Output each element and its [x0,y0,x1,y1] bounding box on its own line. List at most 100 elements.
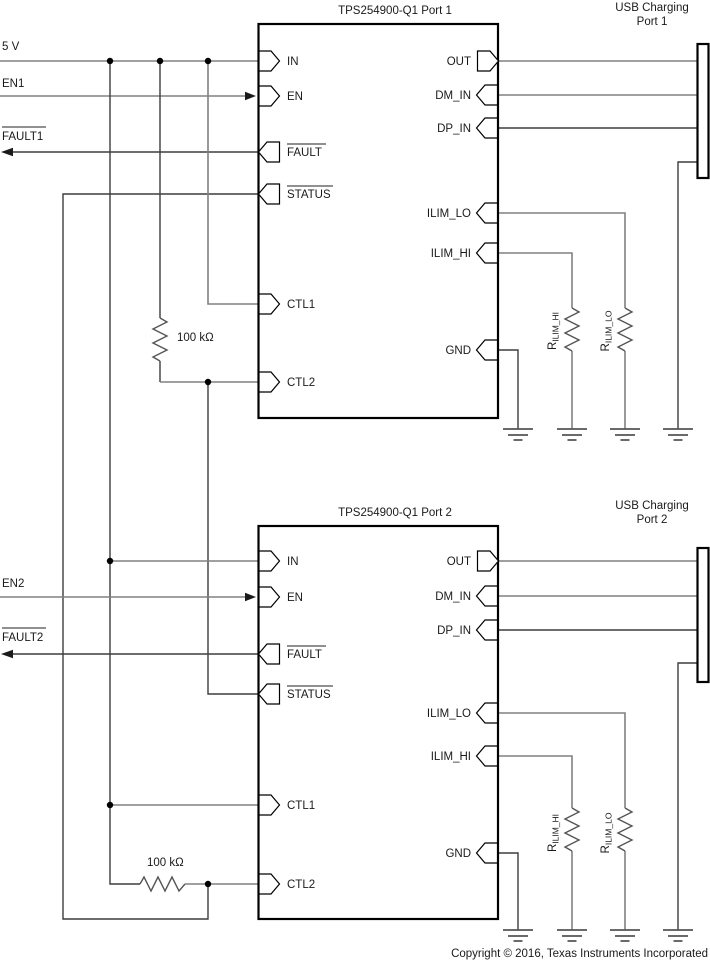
pin-status-1 [257,183,281,205]
pin-label-en-2: EN [287,592,303,604]
ground-symbol [503,428,533,441]
port1-title: TPS254900-Q1 Port 1 [338,5,452,17]
pin-ilim-lo-2 [475,702,499,724]
en1-label: EN1 [2,78,24,90]
pin-label-in-2: IN [287,556,299,568]
resistor-rilim-lo-1 [616,307,634,352]
pin-label-ctl1-1: CTL1 [287,299,315,311]
pin-label-gnd-2: GND [445,848,471,860]
arrowhead-fault1 [1,147,13,157]
pin-label-status-2: STATUS [287,689,331,701]
usb-title-2-line2: Port 2 [637,514,668,526]
pin-label-gnd-1: GND [445,345,471,357]
port2-title: TPS254900-Q1 Port 2 [338,507,452,519]
wire-gnd-1 [498,349,519,429]
pin-out-1 [476,50,500,72]
pin-label-status-1: STATUS [287,189,331,201]
wire-gnd-2 [498,852,519,930]
pin-en-1 [258,85,281,107]
wire-ilim-lo-2 [498,712,626,930]
ground-symbol [610,428,640,441]
pin-out-2 [476,550,500,572]
usb-connector-1 [696,42,710,180]
wire-ilim-hi-2 [498,755,573,930]
resistor-pullup-1 [151,317,169,362]
wire-status1-to-ctl2-port2 [62,193,259,920]
en2-label: EN2 [2,578,24,590]
pin-label-ilim-hi-2: ILIM_HI [431,751,471,763]
usb-title-2-line1: USB Charging [615,500,689,512]
wire-5v-branch-110 [109,61,140,885]
fault2-label: FAULT2 [2,632,43,644]
pin-label-ilim-hi-1: ILIM_HI [431,248,471,260]
ground-symbol [503,929,533,942]
copyright-notice: Copyright © 2016, Texas Instruments Inco… [451,948,708,960]
resistor-rilim-lo-label-2: RILIM_LO [600,812,614,853]
arrowhead-en2 [245,592,256,602]
pin-in-2 [258,550,281,572]
pin-ctl1-2 [258,794,281,816]
ground-symbol [557,929,587,942]
resistor-rilim-hi-label-2: RILIM_HI [547,814,561,852]
arrowhead-fault2 [1,649,13,659]
pin-ctl1-1 [258,293,281,315]
wire-ctl2p1-to-status2 [207,382,259,695]
pin-fault-1 [257,141,281,163]
wire-usb-shield-2 [677,662,697,930]
usb-title-1-line2: Port 1 [637,16,668,28]
pin-gnd-1 [475,339,499,361]
wire-ilim-hi-1 [498,252,573,429]
resistor-rilim-lo-label-1: RILIM_LO [600,310,614,351]
fault1-label: FAULT1 [2,131,43,143]
pin-label-en-1: EN [287,91,303,103]
pin-ctl2-2 [258,873,281,895]
pin-label-dp-in-2: DP_IN [437,625,471,637]
ground-symbol [610,929,640,942]
port1-wires [0,60,697,920]
resistor-rilim-hi-1 [563,307,581,352]
wire-ilim-lo-1 [498,212,626,429]
resistor-pullup-label-2: 100 kΩ [147,857,184,869]
resistor-rilim-hi-2 [563,807,581,852]
pin-label-fault-2: FAULT [287,649,322,661]
port1-ic-block [257,22,500,420]
pin-label-ilim-lo-2: ILIM_LO [427,708,471,720]
port1-section: 5 V EN1 FAULT1 TPS254900-Q1 Port 1 IN EN… [0,2,710,920]
pin-dm-in-1 [475,84,499,106]
pin-label-dm-in-2: DM_IN [435,591,471,603]
wire-ctl1-port1 [207,61,259,305]
pin-en-2 [258,586,281,608]
pin-label-dm-in-1: DM_IN [435,90,471,102]
pin-gnd-2 [475,842,499,864]
pin-label-ctl1-2: CTL1 [287,800,315,812]
pin-ilim-hi-2 [475,745,499,767]
pin-dp-in-2 [475,619,499,641]
arrowhead-en1 [245,91,256,101]
resistor-rilim-lo-2 [616,807,634,852]
pin-fault-2 [257,643,281,665]
pin-ilim-lo-1 [475,202,499,224]
ground-symbol [557,428,587,441]
pin-label-out-1: OUT [447,56,471,68]
pin-label-ilim-lo-1: ILIM_LO [427,208,471,220]
pin-status-2 [257,683,281,705]
usb-connector-2 [696,546,710,684]
usb-title-1-line1: USB Charging [615,2,689,14]
port2-section: EN2 FAULT2 TPS254900-Q1 Port 2 IN EN FAU… [0,500,710,942]
pin-dm-in-2 [475,585,499,607]
pin-label-ctl2-1: CTL2 [287,377,315,389]
pin-label-in-1: IN [287,56,299,68]
pin-label-dp-in-1: DP_IN [437,123,471,135]
port2-ic-block [257,524,500,921]
port2-junction-dots [106,557,212,888]
resistor-pullup-label-1: 100 kΩ [177,332,214,344]
pin-dp-in-1 [475,117,499,139]
ground-symbol [663,929,693,942]
pin-ctl2-1 [258,371,281,393]
port1-junction-dots [106,57,212,386]
wire-usb-shield-1 [677,161,697,429]
ground-symbol [663,428,693,441]
pin-label-ctl2-2: CTL2 [287,879,315,891]
